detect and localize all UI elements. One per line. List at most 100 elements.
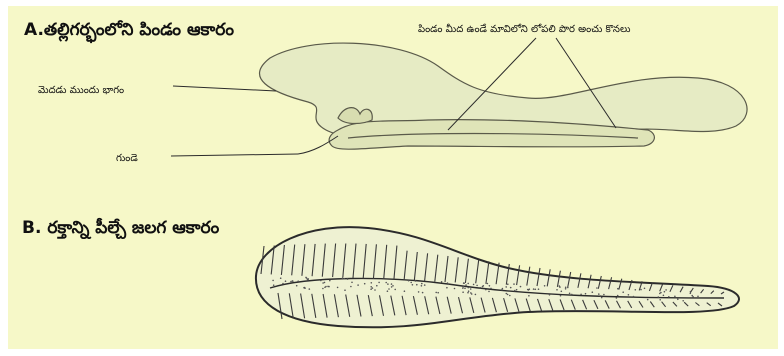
leech-speckle [482,286,484,288]
leech-speckle [617,288,619,290]
leech-speckle [447,284,449,286]
leech-speckle [416,284,418,286]
leech-speckle [387,283,389,285]
leech-speckle [507,294,509,296]
leech-speckle [387,290,389,292]
leech-speckle [507,283,509,285]
leech-speckle [485,289,487,291]
leech-speckle [465,284,467,286]
leech-speckle [682,300,684,302]
leech-speckle [490,288,492,290]
leech-speckle [487,283,489,285]
leech-speckle [520,286,522,288]
leech-speckle [516,289,518,291]
leech-speckle [357,284,359,286]
leech-speckle [475,294,477,296]
leech-speckle [408,280,410,282]
leech-speckle [633,296,635,298]
leech-speckle [509,295,511,297]
leech-speckle [468,290,470,292]
leech-speckle [660,292,662,294]
leech-speckle [644,288,646,290]
leech-speckle [601,297,603,299]
leech-speckle [463,286,465,288]
leech-speckle [510,287,512,289]
leech-speckle [506,293,508,295]
leech-speckle [296,285,298,287]
leech-speckle [617,295,619,297]
leech-speckle [567,287,569,289]
leech-speckle [320,280,322,282]
leech-speckle [467,283,469,285]
forebrain-leader [173,86,276,91]
leech-speckle [462,291,464,293]
leech-speckle [342,278,344,280]
diagram-panel: A.తల్లిగర్భంలోని పిండం ఆకారం B. రక్తాన్న… [8,6,778,349]
leech-speckle [565,288,567,290]
leech-speckle [674,296,676,298]
leech-speckle [665,289,667,291]
leech-speckle [640,289,642,291]
leech-speckle [344,289,346,291]
leech-speckle [569,293,571,295]
leech-speckle [441,281,443,283]
leech-speckle [603,294,605,296]
leech-speckle [505,286,507,288]
leech-speckle [324,282,326,284]
leech-speckle [635,289,637,291]
leech-speckle [391,283,393,285]
leech-speckle [378,282,380,284]
leech-speckle [556,289,558,291]
leech-speckle [385,282,387,284]
leech-speckle [647,299,649,301]
leech-speckle [422,292,424,294]
leech-speckle [598,293,600,295]
leech-speckle [513,283,515,285]
leech-speckle [464,288,466,290]
leech-speckle [533,288,535,290]
leech-speckle [471,293,473,295]
leech-speckle [659,299,661,301]
leech-speckle [658,296,660,298]
leech-speckle [690,291,692,293]
leech-speckle [549,294,551,296]
leech-speckle [668,296,670,298]
leech-speckle [308,278,310,280]
leech-speckle [280,277,282,279]
leech-speckle [565,287,567,289]
leech-speckle [600,295,602,297]
leech-speckle [663,295,665,297]
leech-speckle [412,284,414,286]
leech-speckle [571,294,573,296]
leech-speckle [470,288,472,290]
leech-speckle [370,288,372,290]
leech-speckle [435,292,437,294]
leech-speckle [322,288,324,290]
leech-speckle [329,280,331,282]
diagram-drawing [8,6,778,349]
leech-speckle [410,282,412,284]
leech-speckle [290,281,292,283]
leech-speckle [273,284,275,286]
embryo-figure [260,43,748,149]
leech-speckle [544,285,546,287]
leech-speckle [476,285,478,287]
leech-speckle [292,280,294,282]
leech-speckle [394,289,396,291]
leech-speckle [371,282,373,284]
leech-speckle [514,290,516,292]
leech-speckle [462,287,464,289]
leech-speckle [347,278,349,280]
leech-speckle [325,286,327,288]
leech-speckle [535,289,537,291]
leech-speckle [370,286,372,288]
heart-label: గుండె [116,152,138,166]
leech-speckle [327,286,329,288]
leech-speckle [489,285,491,287]
leech-speckle [437,292,439,294]
leech-speckle [585,293,587,295]
leech-speckle [538,288,540,290]
leech-speckle [480,287,482,289]
leech-speckle [677,299,679,301]
leech-speckle [528,295,530,297]
